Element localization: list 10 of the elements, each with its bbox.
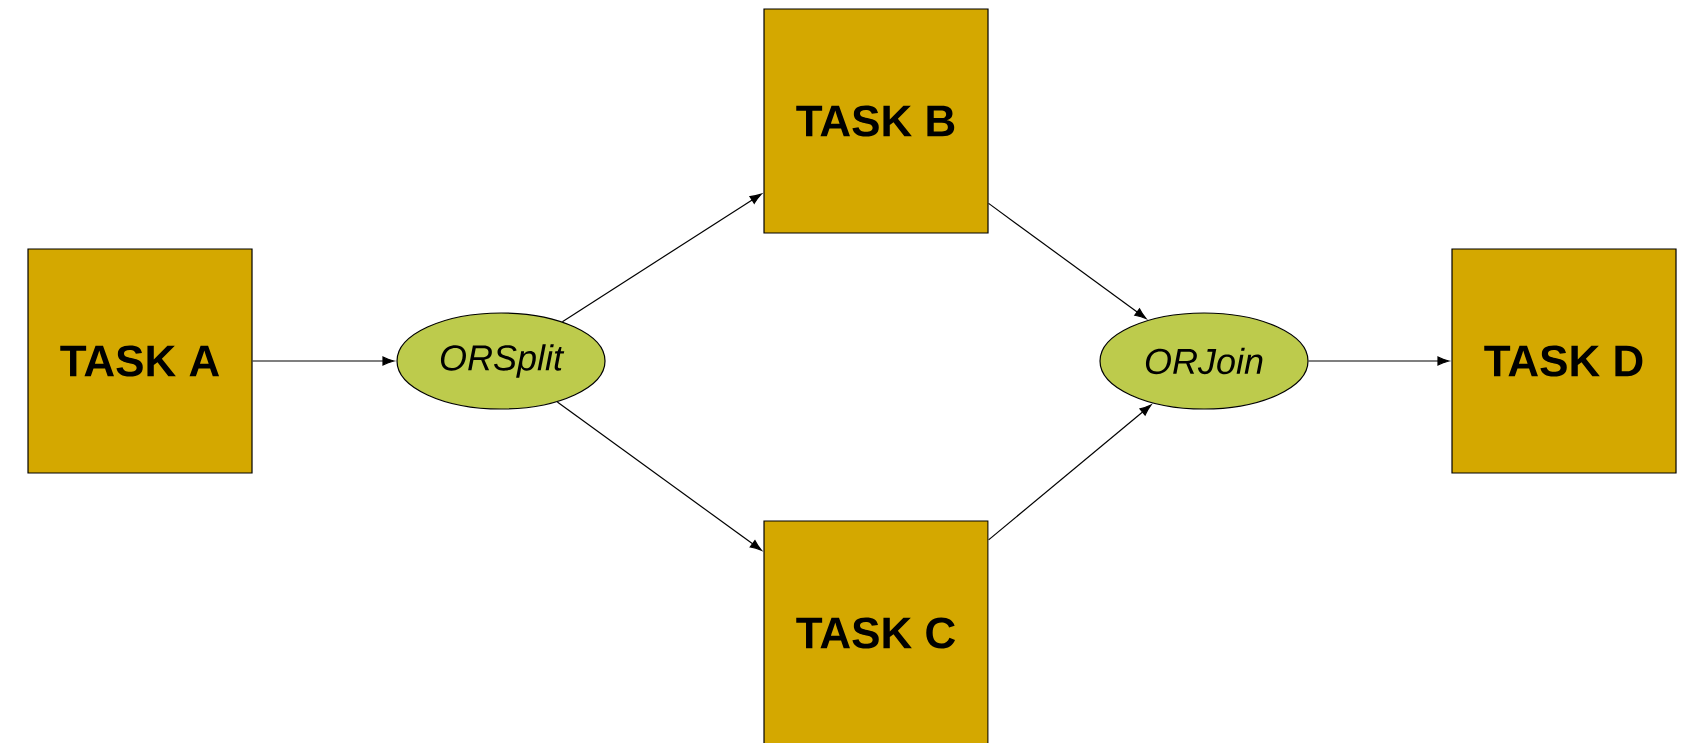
arrow — [1308, 356, 1450, 366]
task-box: TASK D — [1451, 248, 1677, 474]
arrow — [988, 202, 1147, 320]
arrow — [561, 193, 762, 323]
arrow — [252, 356, 395, 366]
task-box: TASK C — [763, 520, 989, 743]
arrow — [988, 404, 1152, 541]
arrow — [556, 401, 762, 551]
task-box: TASK A — [27, 248, 253, 474]
task-box: TASK B — [763, 8, 989, 234]
